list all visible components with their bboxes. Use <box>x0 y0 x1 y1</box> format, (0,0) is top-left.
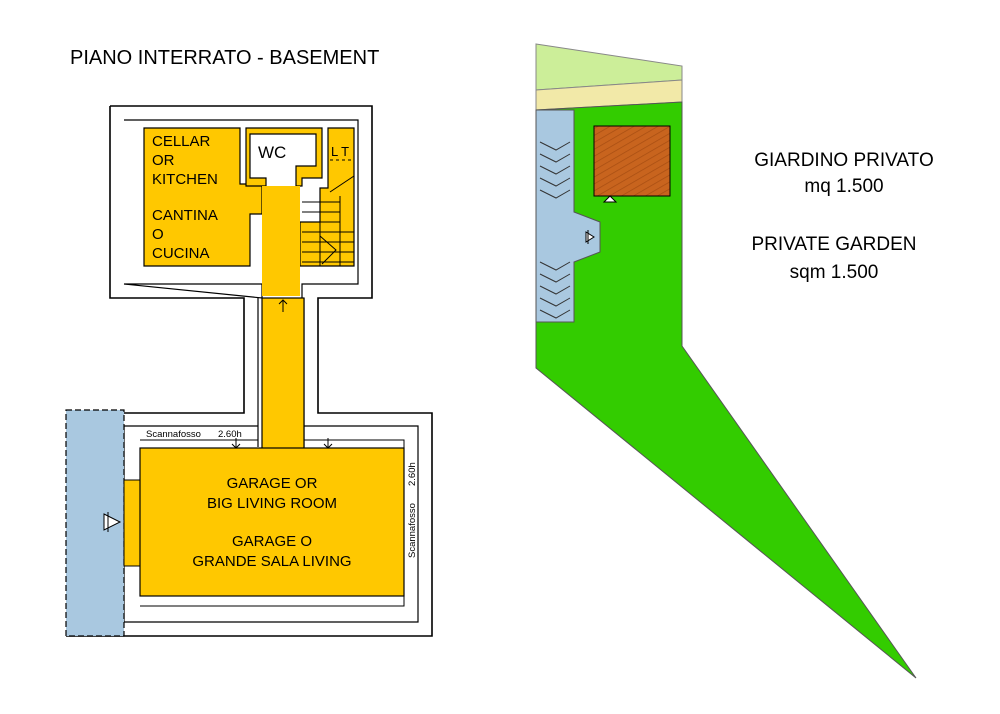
scannafosso-side-label: Scannafosso <box>407 503 418 558</box>
garden-label-1: GIARDINO PRIVATO <box>754 150 933 171</box>
private-garden-lawn <box>535 101 917 679</box>
upper-block-outer-wall <box>66 105 433 637</box>
cellar-label-4: CANTINA <box>152 207 218 224</box>
scannafosso-side-height: 2.60h <box>407 462 418 486</box>
wc-label: WC <box>258 143 286 162</box>
garage-arrow-left-icon <box>231 438 241 449</box>
entry-ramp <box>123 479 141 567</box>
room-garage <box>139 447 405 597</box>
cellar-label-5: O <box>152 226 164 243</box>
cellar-label-1: CELLAR <box>152 133 211 150</box>
basement-plan: PIANO INTERRATO - BASEMENT CELLAR OR KIT… <box>65 47 433 637</box>
garage-label-3: GARAGE O <box>232 533 312 550</box>
house-entry-icon <box>602 195 618 203</box>
garden-label-2: mq 1.500 <box>804 176 883 197</box>
room-hall <box>262 186 300 296</box>
ramp-chevrons <box>539 141 571 319</box>
scannafosso-top-height: 2.60h <box>218 429 242 440</box>
house-footprint <box>593 125 671 197</box>
cellar-label-2: OR <box>152 152 175 169</box>
corridor <box>261 297 305 451</box>
lt-label: L T <box>331 144 349 159</box>
upper-block-outer-wall-left <box>66 106 245 414</box>
cellar-label-3: KITCHEN <box>152 171 218 188</box>
basement-title: PIANO INTERRATO - BASEMENT <box>70 47 379 69</box>
corridor-arrow-icon <box>278 299 288 312</box>
scannafosso-top-label: Scannafosso <box>146 429 201 440</box>
garage-arrow-right-icon <box>323 438 333 449</box>
garden-site-plan: GIARDINO PRIVATO mq 1.500 PRIVATE GARDEN… <box>535 43 934 679</box>
garage-label-1: GARAGE OR <box>227 475 318 492</box>
garage-label-4: GRANDE SALA LIVING <box>192 553 351 570</box>
staircase <box>302 175 355 266</box>
paved-terrace <box>535 109 601 323</box>
cellar-label-6: CUCINA <box>152 245 210 262</box>
garden-label-4: sqm 1.500 <box>790 262 879 283</box>
garden-label-3: PRIVATE GARDEN <box>751 234 916 255</box>
room-wc <box>245 127 323 187</box>
garage-label-2: BIG LIVING ROOM <box>207 495 337 512</box>
